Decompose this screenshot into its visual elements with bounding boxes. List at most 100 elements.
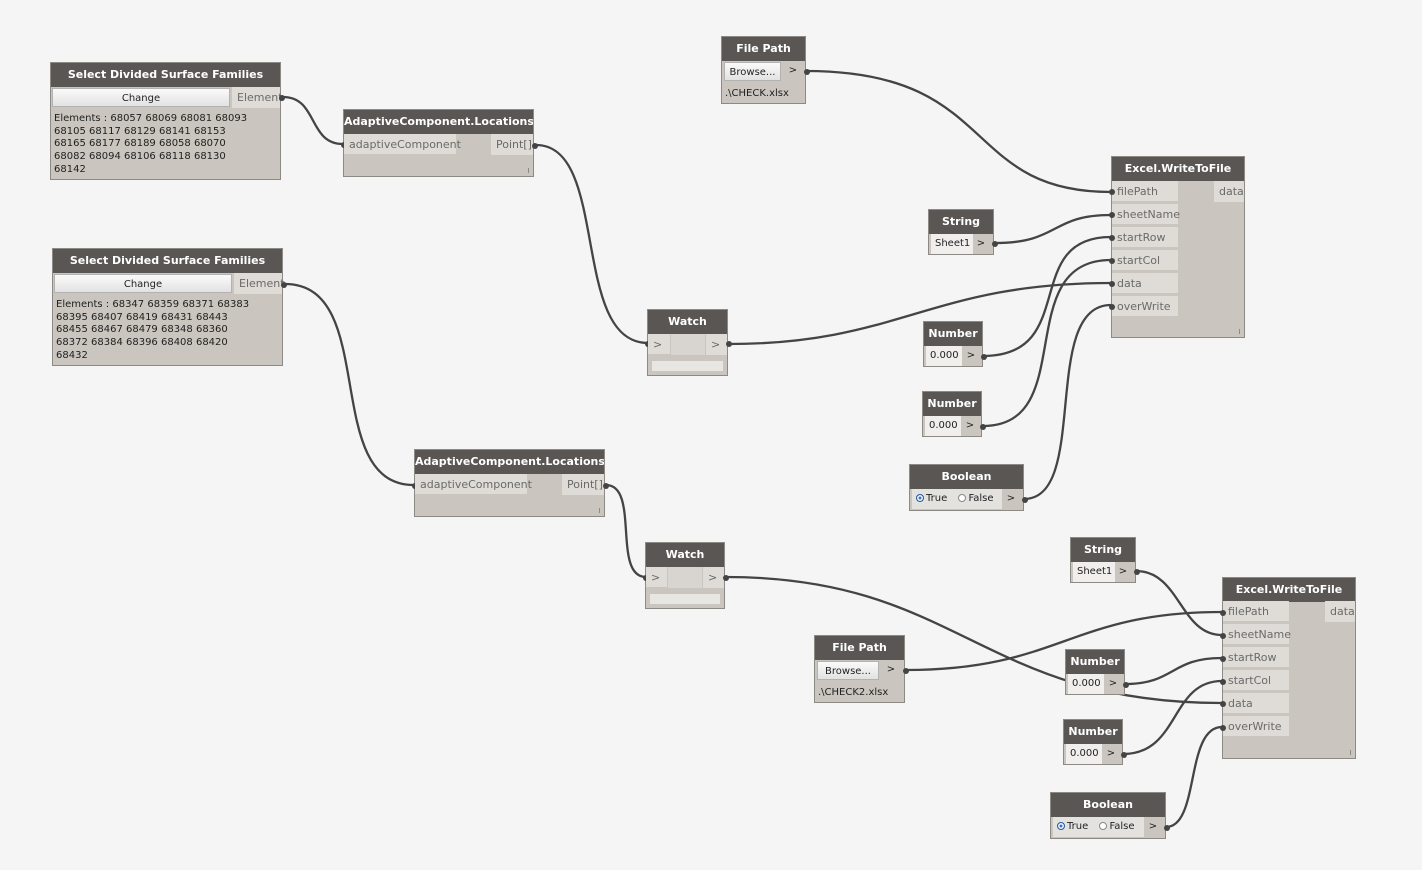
output-connector[interactable]: [1134, 569, 1140, 575]
file-path-input-port[interactable]: filePath: [1223, 601, 1289, 622]
output-connector[interactable]: [1123, 682, 1129, 688]
input-connector[interactable]: [1109, 235, 1115, 241]
wire-watch1-excel1-data[interactable]: [728, 281, 1112, 346]
resize-handle[interactable]: [1239, 329, 1240, 334]
output-connector[interactable]: [903, 668, 909, 674]
element-output-port[interactable]: Element: [232, 87, 283, 108]
file-path-output-port[interactable]: >: [788, 65, 798, 76]
wire-boolean2-excel2[interactable]: [1165, 725, 1223, 829]
file-path-output-port[interactable]: >: [886, 664, 896, 675]
start-row-input-port[interactable]: startRow: [1112, 227, 1178, 248]
false-radio[interactable]: [958, 494, 967, 502]
adaptive-component-input-port[interactable]: adaptiveComponent: [344, 134, 461, 155]
boolean-toggle[interactable]: True False: [1053, 817, 1144, 837]
number-node-1[interactable]: Number 0.000 >: [923, 321, 987, 367]
wire-adaptive1-watch1[interactable]: [535, 143, 649, 345]
wire-number4-excel2[interactable]: [1122, 679, 1223, 756]
string-output-port[interactable]: >: [976, 238, 986, 249]
start-row-input-port[interactable]: startRow: [1223, 647, 1289, 668]
start-col-input-port[interactable]: startCol: [1112, 250, 1178, 271]
file-path-node-1[interactable]: File Path Browse... > .\CHECK.xlsx: [721, 36, 810, 104]
wire-filepath1-excel1[interactable]: [805, 69, 1112, 194]
number-node-3[interactable]: Number 0.000 >: [1065, 649, 1129, 695]
output-connector[interactable]: [1164, 825, 1170, 831]
output-connector[interactable]: [603, 483, 609, 489]
data-output-port[interactable]: data: [1325, 601, 1355, 622]
output-connector[interactable]: [281, 282, 287, 288]
input-connector[interactable]: [1109, 212, 1115, 218]
file-path-input-port[interactable]: filePath: [1112, 181, 1178, 202]
number-value-input[interactable]: 0.000: [1068, 674, 1104, 694]
sheet-name-input-port[interactable]: sheetName: [1112, 204, 1180, 225]
input-connector[interactable]: [1220, 679, 1226, 685]
string-output-port[interactable]: >: [1118, 566, 1128, 577]
watch-input-port[interactable]: >: [646, 567, 667, 588]
output-connector[interactable]: [1022, 497, 1028, 503]
output-connector[interactable]: [279, 95, 285, 101]
wire-filepath2-excel2[interactable]: [905, 610, 1223, 672]
browse-button[interactable]: Browse...: [817, 661, 879, 680]
output-connector[interactable]: [1121, 752, 1127, 758]
output-connector[interactable]: [804, 69, 810, 75]
true-radio[interactable]: [916, 494, 924, 502]
point-array-output-port[interactable]: Point[]: [562, 474, 604, 495]
browse-button[interactable]: Browse...: [724, 62, 781, 81]
boolean-node-2[interactable]: Boolean True False >: [1050, 792, 1170, 839]
string-value-input[interactable]: Sheet1: [931, 234, 973, 254]
boolean-output-port[interactable]: >: [1006, 493, 1016, 504]
false-radio[interactable]: [1099, 822, 1108, 830]
number-node-4[interactable]: Number 0.000 >: [1063, 719, 1127, 765]
point-array-output-port[interactable]: Point[]: [491, 134, 533, 155]
data-input-port[interactable]: data: [1112, 273, 1178, 294]
output-connector[interactable]: [723, 575, 729, 581]
input-connector[interactable]: [1109, 281, 1115, 287]
output-connector[interactable]: [726, 341, 732, 347]
adaptive-component-locations-node-1[interactable]: AdaptiveComponent.Locations adaptiveComp…: [341, 109, 538, 177]
overwrite-input-port[interactable]: overWrite: [1112, 296, 1178, 317]
true-radio[interactable]: [1057, 822, 1065, 830]
wire-number2-excel1[interactable]: [982, 258, 1112, 428]
watch-output-port[interactable]: >: [706, 334, 727, 355]
wire-number3-excel2[interactable]: [1124, 656, 1223, 686]
excel-write-to-file-node-2[interactable]: Excel.WriteToFile filePath sheetName sta…: [1220, 577, 1356, 759]
boolean-output-port[interactable]: >: [1148, 821, 1158, 832]
change-button[interactable]: Change: [52, 88, 230, 107]
data-output-port[interactable]: data: [1214, 181, 1244, 202]
wire-watch2-excel2-data[interactable]: [725, 575, 1223, 705]
number-value-input[interactable]: 0.000: [1066, 744, 1102, 764]
output-connector[interactable]: [992, 241, 998, 247]
select-divided-surface-node-1[interactable]: Select Divided Surface Families Change E…: [50, 62, 285, 180]
output-connector[interactable]: [980, 424, 986, 430]
number-output-port[interactable]: >: [1106, 748, 1116, 759]
input-connector[interactable]: [1220, 656, 1226, 662]
input-connector[interactable]: [1220, 610, 1226, 616]
number-value-input[interactable]: 0.000: [925, 416, 961, 436]
wire-number1-excel1[interactable]: [982, 235, 1112, 358]
number-output-port[interactable]: >: [966, 350, 976, 361]
wire-boolean1-excel1[interactable]: [1023, 303, 1112, 501]
string-node-1[interactable]: String Sheet1 >: [928, 209, 998, 255]
excel-write-to-file-node-1[interactable]: Excel.WriteToFile filePath sheetName sta…: [1109, 156, 1245, 338]
input-connector[interactable]: [1220, 725, 1226, 731]
string-node-2[interactable]: String Sheet1 >: [1070, 537, 1140, 583]
adaptive-component-input-port[interactable]: adaptiveComponent: [415, 474, 532, 495]
watch-output-port[interactable]: >: [703, 567, 724, 588]
wire-string2-excel2[interactable]: [1135, 569, 1223, 637]
change-button[interactable]: Change: [54, 274, 232, 293]
watch-node-2[interactable]: Watch > >: [643, 542, 729, 609]
watch-node-1[interactable]: Watch > >: [645, 309, 732, 376]
number-node-2[interactable]: Number 0.000 >: [922, 391, 986, 437]
sheet-name-input-port[interactable]: sheetName: [1223, 624, 1291, 645]
adaptive-component-locations-node-2[interactable]: AdaptiveComponent.Locations adaptiveComp…: [412, 449, 609, 517]
data-input-port[interactable]: data: [1223, 693, 1289, 714]
resize-handle[interactable]: [599, 508, 600, 513]
output-connector[interactable]: [981, 354, 987, 360]
input-connector[interactable]: [1220, 701, 1226, 707]
watch-input-port[interactable]: >: [648, 334, 670, 355]
input-connector[interactable]: [1220, 633, 1226, 639]
wire-string1-excel1[interactable]: [994, 213, 1112, 245]
number-value-input[interactable]: 0.000: [926, 346, 962, 366]
boolean-node-1[interactable]: Boolean True False >: [909, 464, 1028, 511]
boolean-toggle[interactable]: True False: [912, 489, 1002, 509]
